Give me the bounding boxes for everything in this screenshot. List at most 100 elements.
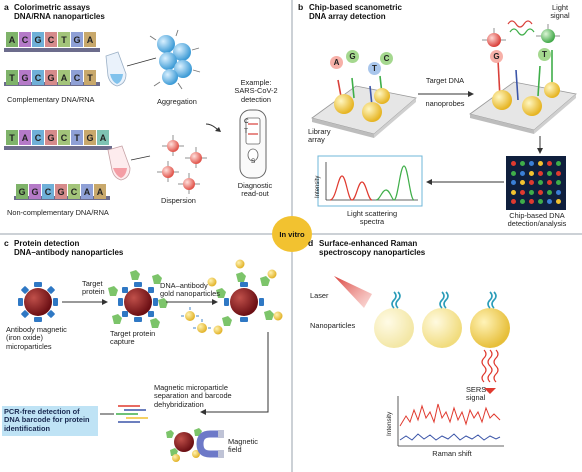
chip-spot — [556, 170, 561, 176]
laser-label: Laser — [310, 291, 329, 300]
nucleotide-block: C — [68, 184, 80, 199]
nucleotide-block: A — [6, 32, 18, 47]
in-vitro-label: In vitro — [279, 229, 305, 239]
chip-spot — [556, 180, 561, 185]
nucleotide-block: T — [6, 130, 18, 145]
chip-dots — [506, 156, 566, 210]
chip-spot — [556, 199, 561, 204]
panel-b-scanometric: b Chip-based scanometric DNA array detec… — [294, 0, 582, 232]
chip-spot — [538, 161, 543, 166]
probe-letter: G — [490, 50, 503, 63]
chip-spot — [538, 189, 543, 195]
panel-a-colorimetric: a Colorimetric assays DNA/RNA nanopartic… — [0, 0, 290, 232]
chip-spot — [520, 161, 525, 166]
panel-c-graphics — [18, 259, 283, 462]
raman-intensity-label: Intensity — [386, 411, 393, 436]
panel-letter: d — [308, 238, 314, 248]
nucleotide-block: A — [97, 130, 109, 145]
chip-spot — [529, 161, 534, 166]
probe-letter: T — [368, 62, 381, 75]
strip-c-label: C — [244, 118, 249, 125]
nucleotide-block: C — [45, 32, 57, 47]
chip-spot — [520, 189, 525, 195]
noncomplementary-label: Non-complementary DNA/RNA — [7, 208, 109, 217]
gold-nanoparticles — [181, 307, 211, 333]
chip-spot — [556, 161, 561, 166]
chip-spot — [511, 180, 516, 185]
panel-title: Protein detection — [14, 239, 80, 248]
panel-d-graphics — [334, 276, 510, 447]
chip-spot — [547, 170, 552, 176]
chip-spot — [547, 199, 552, 204]
chip-spot — [547, 189, 552, 195]
nucleotide-block: G — [29, 184, 41, 199]
chip-spot — [511, 161, 516, 166]
nucleotide-block: G — [45, 70, 57, 85]
chip-spot — [529, 170, 534, 176]
chip-spot — [538, 170, 543, 176]
dispersion-label: Dispersion — [161, 196, 196, 205]
chip-spot — [547, 180, 552, 185]
panel-c-protein: c Protein detection DNA–antibody nanopar… — [0, 236, 290, 472]
nucleotide-block: A — [94, 184, 106, 199]
aggregation-label: Aggregation — [157, 97, 197, 106]
nucleotide-block: G — [19, 70, 31, 85]
chip-spot — [529, 189, 534, 195]
panel-subtitle: DNA–antibody nanoparticles — [14, 248, 124, 257]
nucleotide-block: A — [19, 130, 31, 145]
chip-spot — [529, 180, 534, 185]
nucleotide-block: A — [58, 70, 70, 85]
nucleotide-block: G — [32, 32, 44, 47]
chip-spot — [538, 199, 543, 204]
probe-letter: C — [380, 52, 393, 65]
panel-b-graphics — [311, 20, 577, 210]
panel-d-sers: d Surface-enhanced Raman spectroscopy na… — [294, 236, 582, 472]
panel-letter: c — [4, 238, 9, 248]
panel-letter: b — [298, 2, 304, 12]
antibody-microparticle-label: Antibody magnetic(iron oxide)micropartic… — [6, 325, 67, 351]
nucleotide-block: T — [71, 130, 83, 145]
laser-beam — [334, 276, 372, 308]
nucleotide-block: G — [16, 184, 28, 199]
target-nanoprobes-label: Target DNA — [425, 76, 465, 85]
panel-subtitle: DNA array detection — [309, 12, 386, 21]
dna-barcodes — [116, 405, 148, 423]
in-vitro-badge: In vitro — [272, 216, 312, 252]
complementary-label: Complementary DNA/RNA — [7, 95, 95, 104]
nucleotide-block: G — [45, 130, 57, 145]
panel-title: Colorimetric assays — [14, 3, 91, 12]
sers-wave — [481, 349, 499, 383]
chip-spot — [556, 189, 561, 195]
spectra-intensity-label: Intensity — [315, 175, 321, 198]
nucleotide-block: A — [81, 184, 93, 199]
magnet-icon — [196, 430, 224, 458]
dispersion-particles — [157, 135, 207, 194]
raman-shift-label: Raman shift — [432, 449, 472, 458]
chip-spot — [538, 180, 543, 185]
chip-spot — [520, 170, 525, 176]
probe-letter: A — [330, 56, 343, 69]
nucleotide-block: T — [58, 32, 70, 47]
chip-spot — [511, 189, 516, 195]
nucleotide-block: G — [55, 184, 67, 199]
nucleotide-block: C — [32, 70, 44, 85]
strip-t-label: T — [244, 128, 248, 135]
nucleotide-block: C — [71, 70, 83, 85]
probe-letter: T — [538, 48, 551, 61]
antibody-microparticle — [18, 282, 58, 322]
nucleotide-block: G — [84, 130, 96, 145]
